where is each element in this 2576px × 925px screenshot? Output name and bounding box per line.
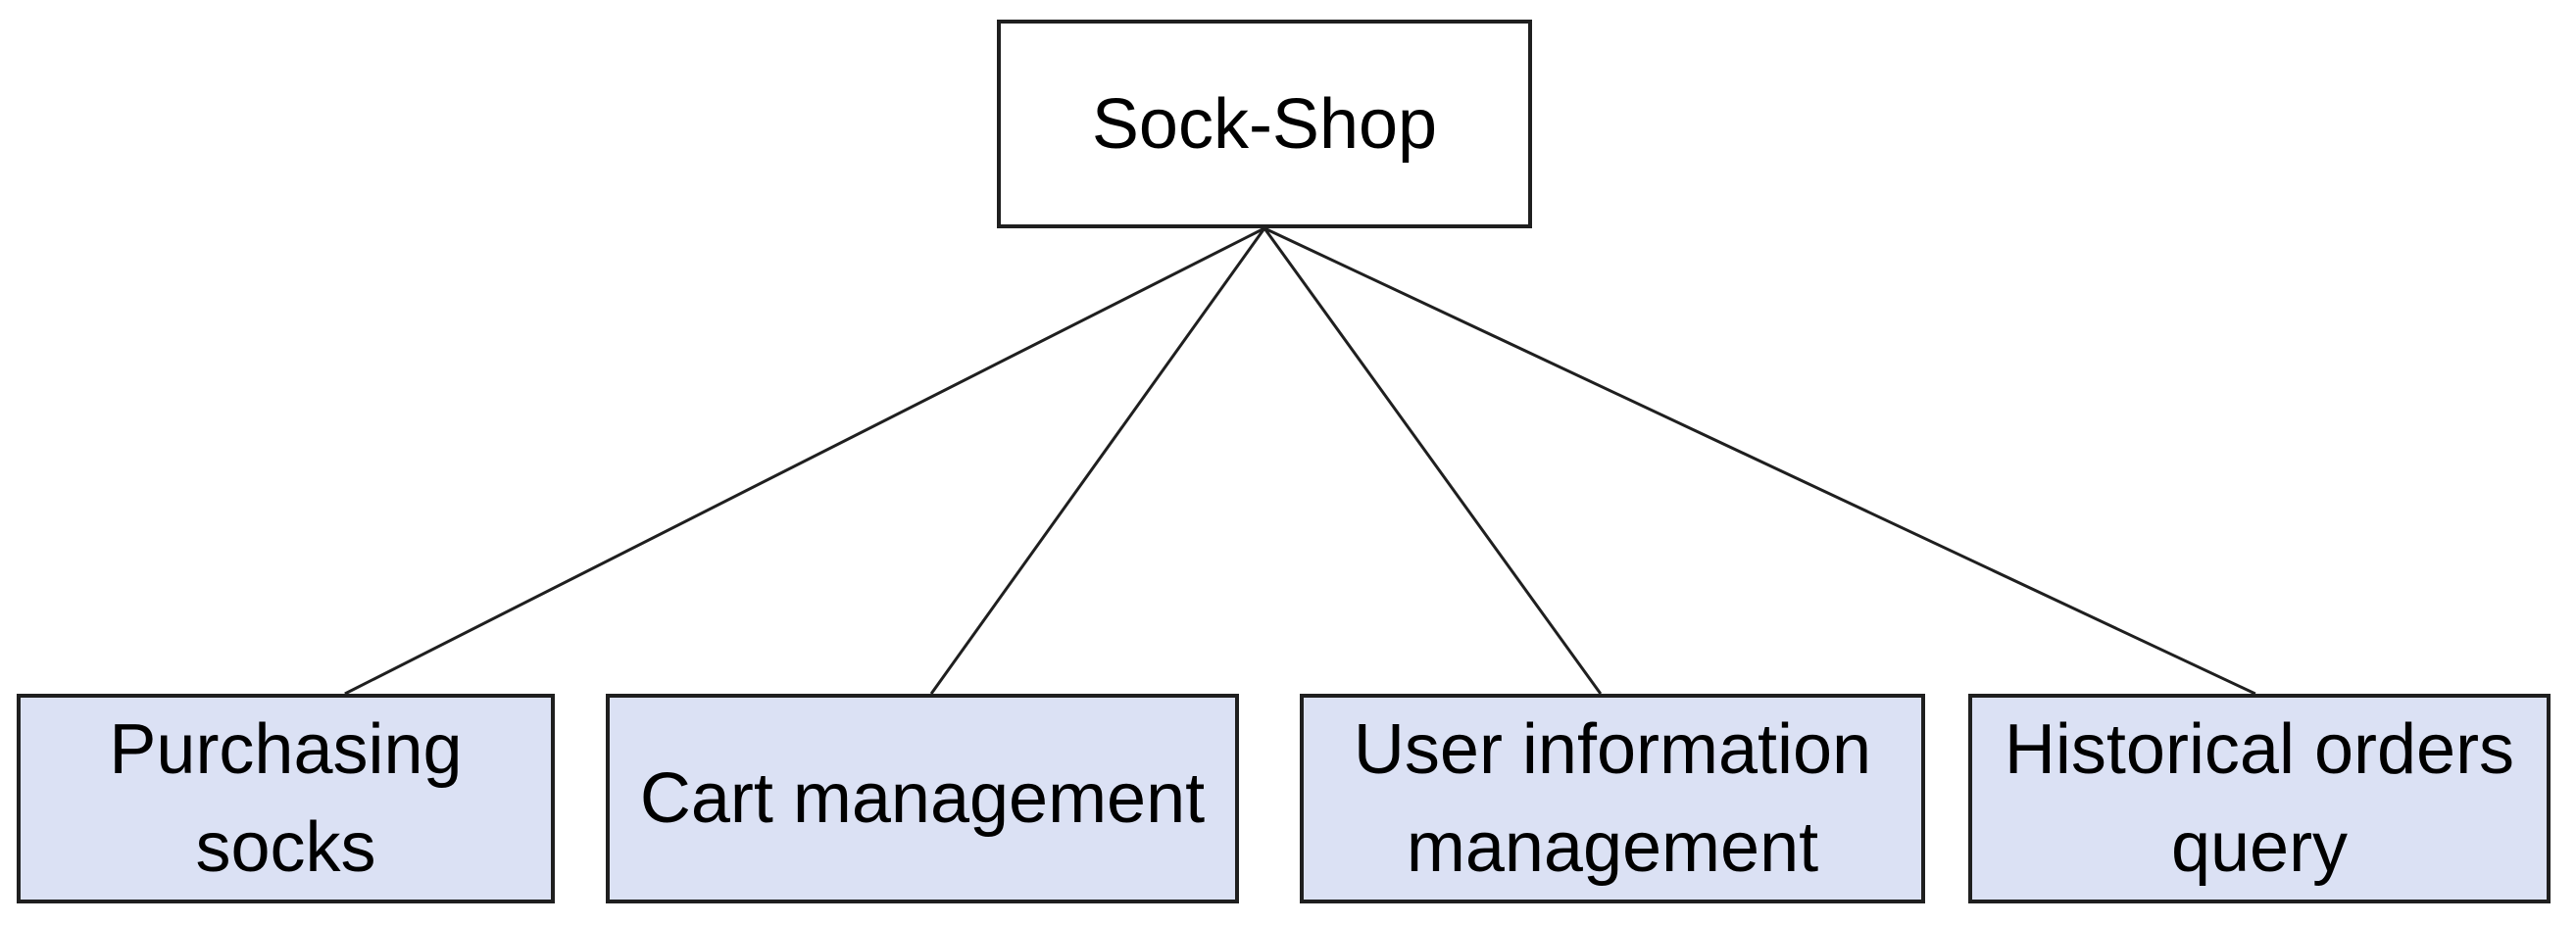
connector-line — [929, 227, 1266, 695]
diagram-node-cart-management: Cart management — [606, 694, 1239, 903]
root-node-label: Sock-Shop — [1091, 84, 1438, 164]
diagram-node-user-information-management: User information management — [1300, 694, 1925, 903]
child-node-label: Cart management — [639, 759, 1206, 838]
connector-line — [344, 226, 1265, 696]
connector-line — [1263, 227, 1603, 695]
child-node-label: Historical orders query — [2004, 710, 2515, 887]
diagram-node-historical-orders-query: Historical orders query — [1968, 694, 2551, 903]
diagram-node-purchasing-socks: Purchasing socks — [17, 694, 555, 903]
diagram-node-root: Sock-Shop — [997, 20, 1532, 228]
child-node-label: User information management — [1353, 710, 1872, 887]
connector-line — [1263, 226, 2256, 696]
child-node-label: Purchasing socks — [109, 710, 463, 887]
